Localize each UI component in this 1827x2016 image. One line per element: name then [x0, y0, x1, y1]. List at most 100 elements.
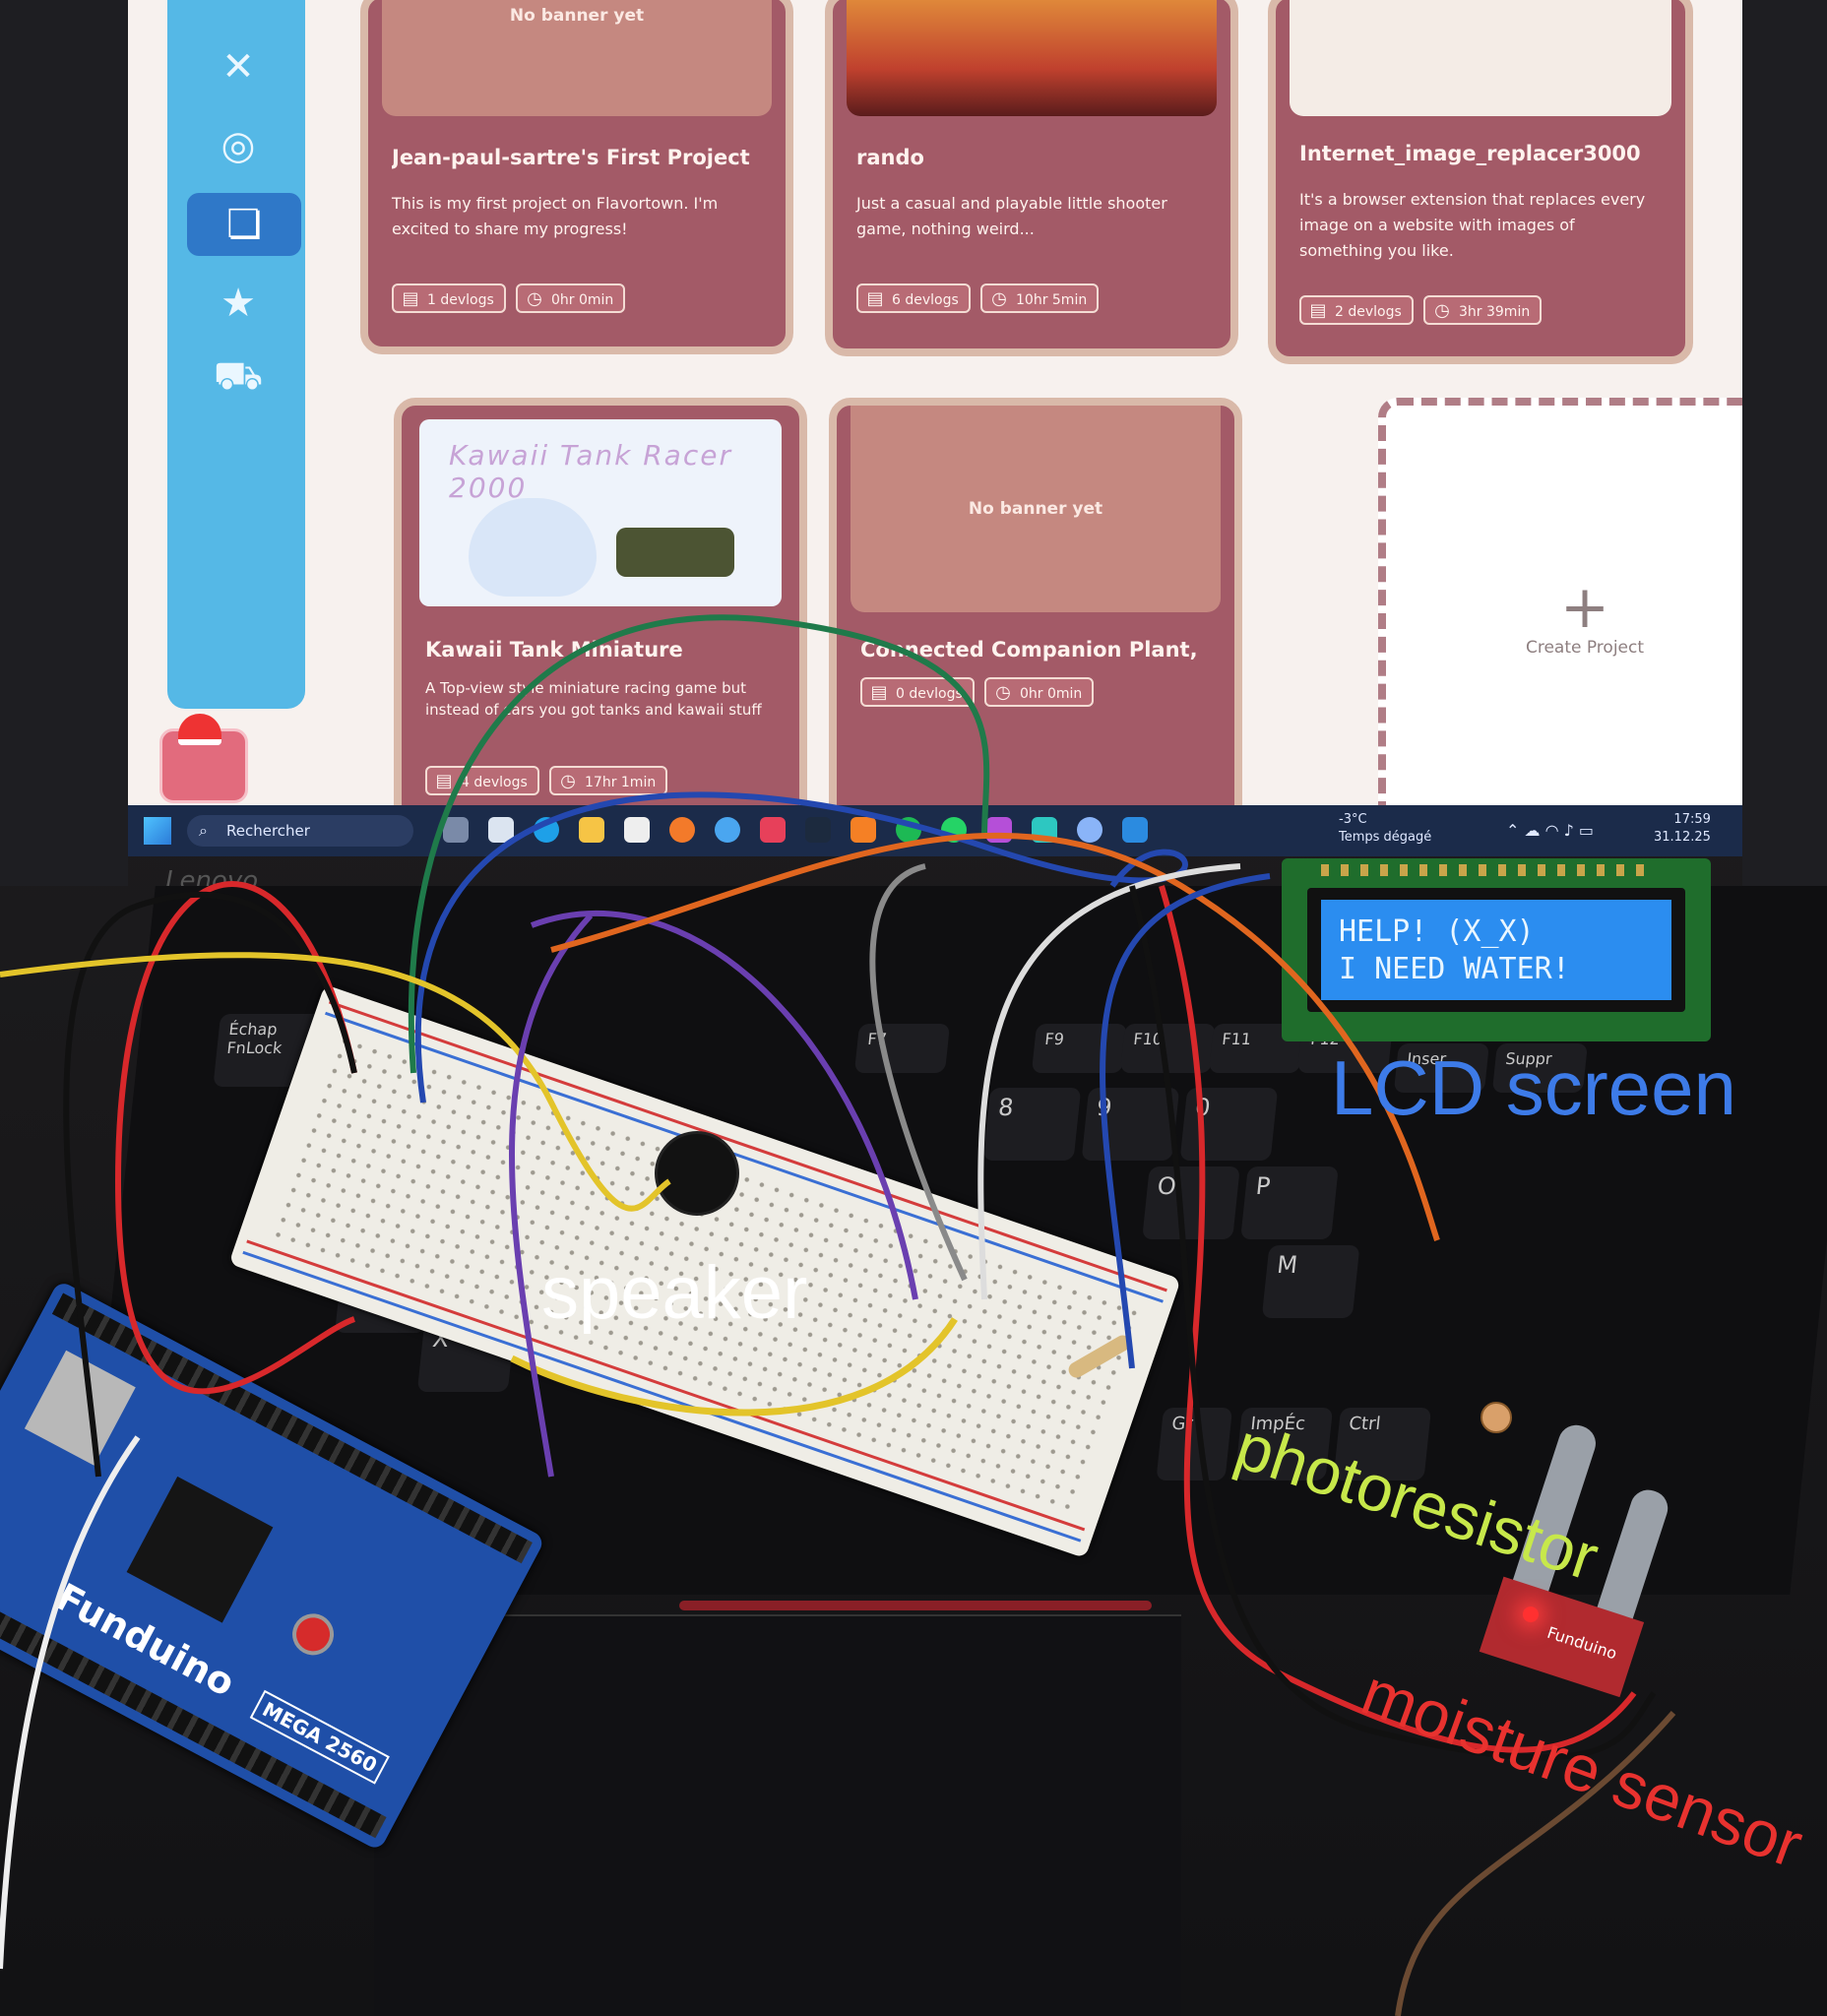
- key-m[interactable]: M: [1261, 1245, 1360, 1318]
- project-title[interactable]: Connected Companion Plant,: [860, 638, 1198, 662]
- key-f9[interactable]: F9: [1031, 1024, 1128, 1073]
- github-icon[interactable]: [1077, 817, 1102, 843]
- project-title[interactable]: Kawaii Tank Miniature: [425, 638, 683, 662]
- project-description: It's a browser extension that replaces e…: [1299, 190, 1646, 260]
- notepad-icon[interactable]: [624, 817, 650, 843]
- time-spent: 10hr 5min: [1016, 292, 1088, 308]
- steam-icon[interactable]: [805, 817, 831, 843]
- lcd-display: HELP! (X_X)I NEED WATER!: [1321, 900, 1671, 1000]
- chrome-icon[interactable]: [715, 817, 740, 843]
- reset-button: [290, 1611, 337, 1658]
- label-lcd-screen: LCD screen: [1331, 1044, 1736, 1131]
- time-spent: 0hr 0min: [1020, 686, 1083, 702]
- key-o[interactable]: O: [1142, 1166, 1240, 1239]
- key-altgr[interactable]: Gr: [1156, 1408, 1233, 1480]
- key-9[interactable]: 9: [1081, 1088, 1180, 1161]
- blender-icon[interactable]: [850, 817, 876, 843]
- document-icon: ▤: [1309, 300, 1327, 321]
- weather-description: Temps dégagé: [1339, 830, 1432, 845]
- key-f10[interactable]: F10: [1119, 1024, 1217, 1073]
- devlogs-badge: ▤6 devlogs: [856, 284, 971, 313]
- file-explorer-icon[interactable]: [579, 817, 604, 843]
- touchpad[interactable]: [374, 1614, 1181, 2016]
- devlogs-badge: ▤1 devlogs: [392, 284, 506, 313]
- project-title[interactable]: rando: [856, 146, 924, 169]
- whatsapp-icon[interactable]: [941, 817, 967, 843]
- time-spent: 3hr 39min: [1459, 304, 1531, 320]
- project-card[interactable]: No banner yet Connected Companion Plant,…: [829, 398, 1242, 856]
- key-p[interactable]: P: [1240, 1166, 1339, 1239]
- time-badge: ◷ 10hr 5min: [980, 284, 1100, 313]
- windows-taskbar: ⌕ Rechercher -3°C Temps dégagé ⌃ ☁ ◠: [128, 805, 1742, 856]
- spotify-icon[interactable]: [896, 817, 921, 843]
- search-placeholder: Rechercher: [226, 822, 310, 840]
- microcontroller-chip: [126, 1476, 274, 1623]
- document-icon: ▤: [870, 682, 888, 703]
- lcd-bezel: HELP! (X_X)I NEED WATER!: [1307, 888, 1685, 1012]
- project-banner: No banner yet: [382, 0, 772, 116]
- project-card[interactable]: rando Just a casual and playable little …: [825, 0, 1238, 356]
- lcd-module: HELP! (X_X)I NEED WATER!: [1282, 858, 1711, 1041]
- app-sidebar: ✕ ◎ ❏ ★ ⛟: [167, 0, 305, 709]
- project-card[interactable]: Kawaii Tank Racer 2000 Kawaii Tank Minia…: [394, 398, 807, 856]
- widgets-icon[interactable]: [488, 817, 514, 843]
- sensor-brand: Funduino: [1544, 1622, 1619, 1664]
- projects-icon[interactable]: ❏: [187, 193, 301, 256]
- project-card[interactable]: Internet_image_replacer3000 It's a brows…: [1268, 0, 1693, 364]
- cart-icon[interactable]: ⛟: [213, 353, 264, 399]
- utensils-icon[interactable]: ✕: [221, 44, 255, 90]
- project-banner: [1290, 0, 1671, 116]
- project-title[interactable]: Internet_image_replacer3000: [1299, 142, 1641, 165]
- app-icon[interactable]: [1032, 817, 1057, 843]
- weather-widget[interactable]: -3°C Temps dégagé: [1339, 811, 1431, 847]
- clock-icon: ◷: [991, 288, 1007, 309]
- time-badge: ◷3hr 39min: [1423, 295, 1543, 325]
- project-card[interactable]: No banner yet Jean-paul-sartre's First P…: [360, 0, 793, 354]
- taskbar-search[interactable]: ⌕ Rechercher: [187, 815, 413, 847]
- time-badge: ◷0hr 0min: [516, 284, 626, 313]
- trackpoint-buttons[interactable]: [679, 1601, 1152, 1610]
- task-view-icon[interactable]: [443, 817, 469, 843]
- lcd-header-pins: [1321, 864, 1656, 876]
- time-spent: 0hr 0min: [551, 292, 614, 308]
- label-speaker: speaker: [541, 1251, 808, 1335]
- compass-icon[interactable]: ◎: [220, 123, 256, 168]
- photoresistor: [1480, 1402, 1512, 1433]
- document-icon: ▤: [435, 771, 453, 791]
- vscode-icon[interactable]: [1122, 817, 1148, 843]
- windows-start-icon[interactable]: [144, 817, 171, 845]
- project-title[interactable]: Jean-paul-sartre's First Project: [392, 146, 750, 169]
- firefox-icon[interactable]: [669, 817, 695, 843]
- usb-port: [24, 1350, 136, 1466]
- key-f7[interactable]: F7: [853, 1024, 951, 1073]
- system-tray-icons[interactable]: ⌃ ☁ ◠ ♪ ▭: [1506, 821, 1595, 840]
- lcd-line-1: HELP! (X_X): [1339, 914, 1535, 949]
- avatar[interactable]: [159, 714, 248, 803]
- project-banner: [847, 0, 1217, 116]
- app-icon[interactable]: [986, 817, 1012, 843]
- project-banner: No banner yet: [850, 406, 1221, 612]
- tank-illustration: [616, 528, 734, 577]
- key-8[interactable]: 8: [982, 1088, 1082, 1161]
- lcd-line-2: I NEED WATER!: [1339, 952, 1570, 986]
- project-banner: Kawaii Tank Racer 2000: [419, 419, 782, 606]
- figma-icon[interactable]: [760, 817, 786, 843]
- edge-icon[interactable]: [534, 817, 559, 843]
- laptop-screen: ✕ ◎ ❏ ★ ⛟ No banner yet Jean-paul-sartre…: [128, 0, 1742, 856]
- santa-hat-icon: [178, 714, 221, 745]
- create-project-button[interactable]: + Create Project: [1378, 398, 1742, 856]
- project-description: Just a casual and playable little shoote…: [856, 194, 1167, 238]
- key-0[interactable]: 0: [1179, 1088, 1279, 1161]
- buzzer-speaker: [658, 1134, 736, 1213]
- clock-date: 31.12.25: [1654, 830, 1711, 845]
- banner-text: Kawaii Tank Racer 2000: [449, 439, 732, 504]
- taskbar-clock[interactable]: 17:59 31.12.25: [1654, 811, 1711, 847]
- plus-icon: +: [1559, 573, 1610, 642]
- time-badge: ◷0hr 0min: [984, 677, 1095, 707]
- create-project-label: Create Project: [1525, 638, 1645, 658]
- cat-illustration: [469, 498, 597, 597]
- project-description: This is my first project on Flavortown. …: [392, 194, 719, 238]
- devlogs-count: 4 devlogs: [461, 775, 528, 790]
- star-icon[interactable]: ★: [220, 281, 256, 326]
